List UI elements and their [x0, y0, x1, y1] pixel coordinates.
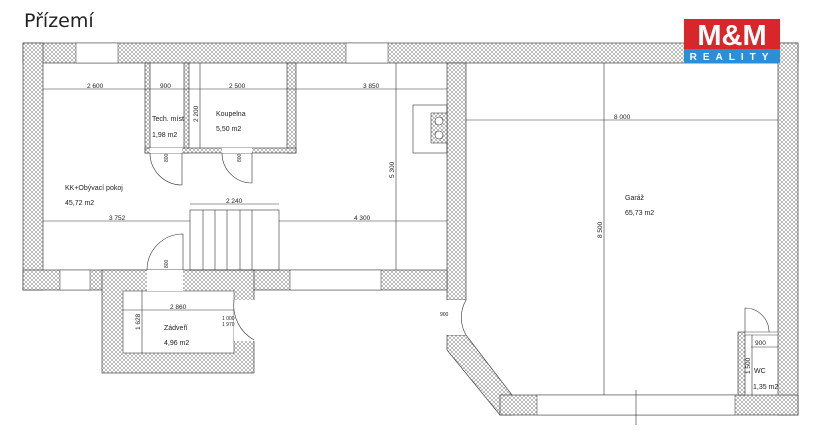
- wc-wall: [737, 331, 746, 396]
- room-name: KK+Obývací pokoj: [65, 185, 123, 192]
- dim-4300: 4 300: [354, 215, 371, 222]
- bath-wall-bottom: [144, 147, 297, 154]
- door-swings: [146, 152, 770, 341]
- room-area: 1,98 m2: [152, 132, 177, 139]
- left-wall: [22, 42, 44, 291]
- room-name: Koupelna: [216, 111, 246, 118]
- room-name: Zádveří: [164, 325, 188, 332]
- door-width: 1 000: [222, 316, 235, 322]
- middle-wall: [446, 62, 467, 301]
- logo-top: M&M: [697, 20, 766, 52]
- door-width: 800: [237, 153, 243, 162]
- dim-3850: 3 850: [363, 83, 380, 90]
- tech-wall-right: [183, 62, 190, 154]
- room-name: WC: [754, 368, 766, 375]
- dim-900: 900: [160, 83, 171, 90]
- dim-1500: 1 500: [745, 357, 752, 374]
- top-wall: [22, 42, 799, 64]
- dim-2860: 2 860: [170, 304, 187, 311]
- dim-5300: 5 300: [389, 161, 396, 178]
- dim-2600: 2 600: [87, 83, 104, 90]
- dim-3752: 3 752: [109, 215, 126, 222]
- stove: [412, 104, 448, 154]
- room-area: 65,73 m2: [625, 210, 654, 217]
- company-logo: M&M REALITY: [684, 19, 780, 63]
- window: [75, 42, 119, 64]
- staircase: [189, 209, 280, 271]
- tech-wall-left: [144, 62, 151, 154]
- room-area: 4,96 m2: [164, 340, 189, 347]
- floor-title: Přízemí: [24, 10, 94, 32]
- room-name: Tech. míst: [152, 116, 184, 123]
- dim-900-wc: 900: [755, 340, 766, 347]
- door-width: 800: [164, 153, 170, 162]
- room-area: 1,35 m2: [753, 384, 778, 391]
- dim-8000: 8 000: [614, 114, 631, 121]
- dim-8500: 8 500: [597, 221, 604, 238]
- walls: [22, 42, 799, 416]
- dim-1628: 1 628: [135, 313, 142, 330]
- room-name: Garáž: [625, 195, 645, 202]
- room-area: 45,72 m2: [65, 200, 94, 207]
- window: [345, 42, 389, 64]
- dimension-lines: [43, 63, 778, 425]
- dim-2240: 2 240: [226, 198, 243, 205]
- window: [59, 269, 91, 291]
- door-width: 900: [440, 312, 449, 318]
- room-area: 5,50 m2: [216, 126, 241, 133]
- door-height: 1 970: [222, 322, 235, 328]
- right-wall: [777, 42, 799, 416]
- bath-wall-right: [286, 62, 297, 154]
- dim-2500: 2 500: [229, 83, 246, 90]
- window: [289, 269, 382, 291]
- logo-bottom: REALITY: [690, 52, 775, 63]
- dim-2200: 2 200: [193, 105, 200, 122]
- door-width: 800: [164, 259, 170, 268]
